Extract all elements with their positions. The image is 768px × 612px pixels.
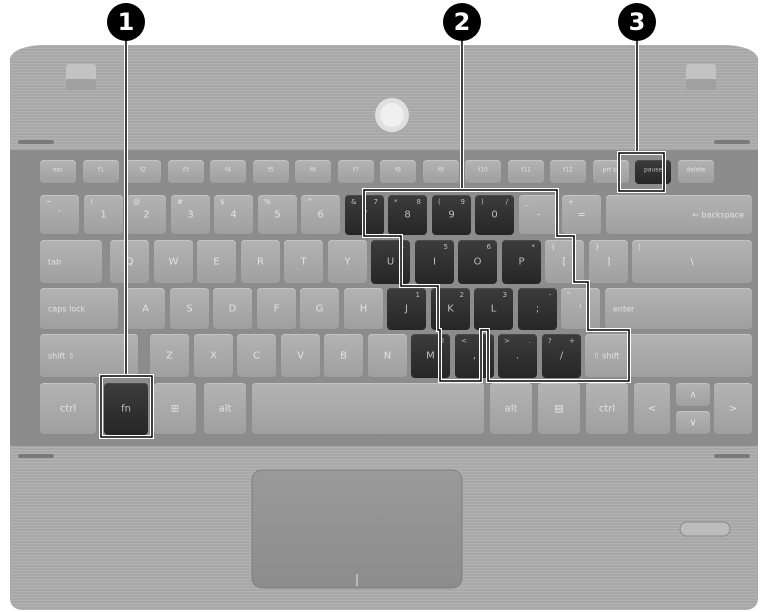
num-lock-key-highlight (619, 153, 664, 191)
callout-1: 1 (107, 3, 145, 41)
fn-key-highlight (101, 376, 152, 437)
callout-3: 3 (618, 3, 656, 41)
callout-2: 2 (443, 3, 481, 41)
